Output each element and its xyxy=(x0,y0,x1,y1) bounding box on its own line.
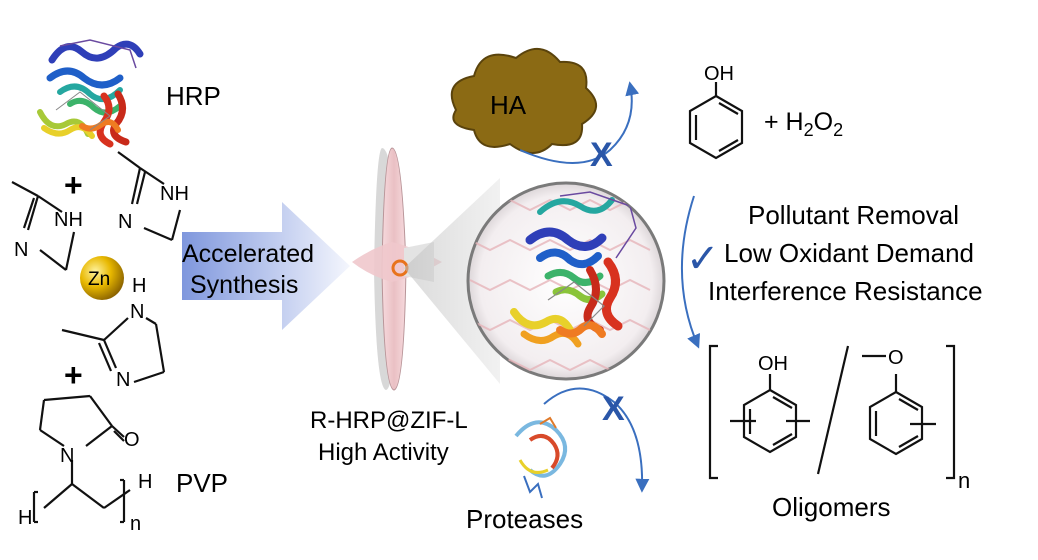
benefit-interference-resistance: Interference Resistance xyxy=(708,276,983,306)
product-name-label: R-HRP@ZIF-L xyxy=(310,407,468,434)
plus-sign: + xyxy=(64,167,83,203)
hrp-protein-structure xyxy=(37,39,144,148)
nh-atom: NH xyxy=(160,183,189,205)
blocked-arrow-ha xyxy=(519,81,640,164)
zn-label: Zn xyxy=(88,269,110,290)
reaction-arrow xyxy=(680,195,701,349)
check-mark: ✓ xyxy=(686,236,720,282)
methylimidazoline-molecule xyxy=(11,181,76,271)
hrp-label: HRP xyxy=(166,81,221,111)
o-atom: O xyxy=(888,347,904,369)
plus-sign: + xyxy=(64,357,83,393)
h-atom: H xyxy=(132,275,146,297)
high-activity-label: High Activity xyxy=(318,439,449,466)
nh-atom: NH xyxy=(54,209,83,231)
phenol-molecule xyxy=(688,82,744,160)
blocked-arrow-proteases xyxy=(543,387,650,493)
blocked-mark-proteases: X xyxy=(602,390,625,428)
oligomer-phenylene-unit xyxy=(730,374,810,454)
o-atom: O xyxy=(124,429,140,451)
benefit-low-oxidant-demand: Low Oxidant Demand xyxy=(724,238,974,268)
h-atom: H xyxy=(138,471,152,493)
pvp-label: PVP xyxy=(176,468,228,498)
blocked-mark-ha: X xyxy=(590,136,613,174)
ha-label: HA xyxy=(490,90,527,120)
pvp-molecule xyxy=(32,394,131,524)
benefit-pollutant-removal: Pollutant Removal xyxy=(748,200,959,230)
accelerated-label: Accelerated xyxy=(182,240,314,268)
zoomed-zif-framework-sphere xyxy=(466,181,666,381)
n-atom: N xyxy=(14,239,28,261)
methylimidazoline-molecule xyxy=(117,151,182,242)
n-atom: N xyxy=(116,369,130,391)
zn-atom-sphere xyxy=(80,256,124,300)
methylimidazoline-molecule xyxy=(61,317,166,384)
subscript-n: n xyxy=(130,513,141,535)
oligomer-separator-slash xyxy=(816,345,850,475)
h2o2-label: + H2O2 xyxy=(764,108,843,140)
oh-group: OH xyxy=(704,63,734,85)
oligomers-label: Oligomers xyxy=(772,492,890,522)
ha-humic-acid-blob xyxy=(450,48,597,154)
synthesis-label: Synthesis xyxy=(190,271,298,299)
proteases-label: Proteases xyxy=(466,504,583,534)
oligomer-phenoxy-unit xyxy=(862,354,936,456)
h-atom: H xyxy=(18,507,32,529)
oligomer-bracket xyxy=(708,344,956,480)
n-atom: N xyxy=(118,211,132,233)
subscript-n: n xyxy=(958,468,970,493)
proteases-structure xyxy=(514,416,568,499)
n-atom: N xyxy=(130,301,144,323)
n-atom: N xyxy=(60,445,74,467)
zoom-cone xyxy=(404,178,500,384)
oh-group: OH xyxy=(758,353,788,375)
accelerated-synthesis-arrow xyxy=(182,202,350,330)
